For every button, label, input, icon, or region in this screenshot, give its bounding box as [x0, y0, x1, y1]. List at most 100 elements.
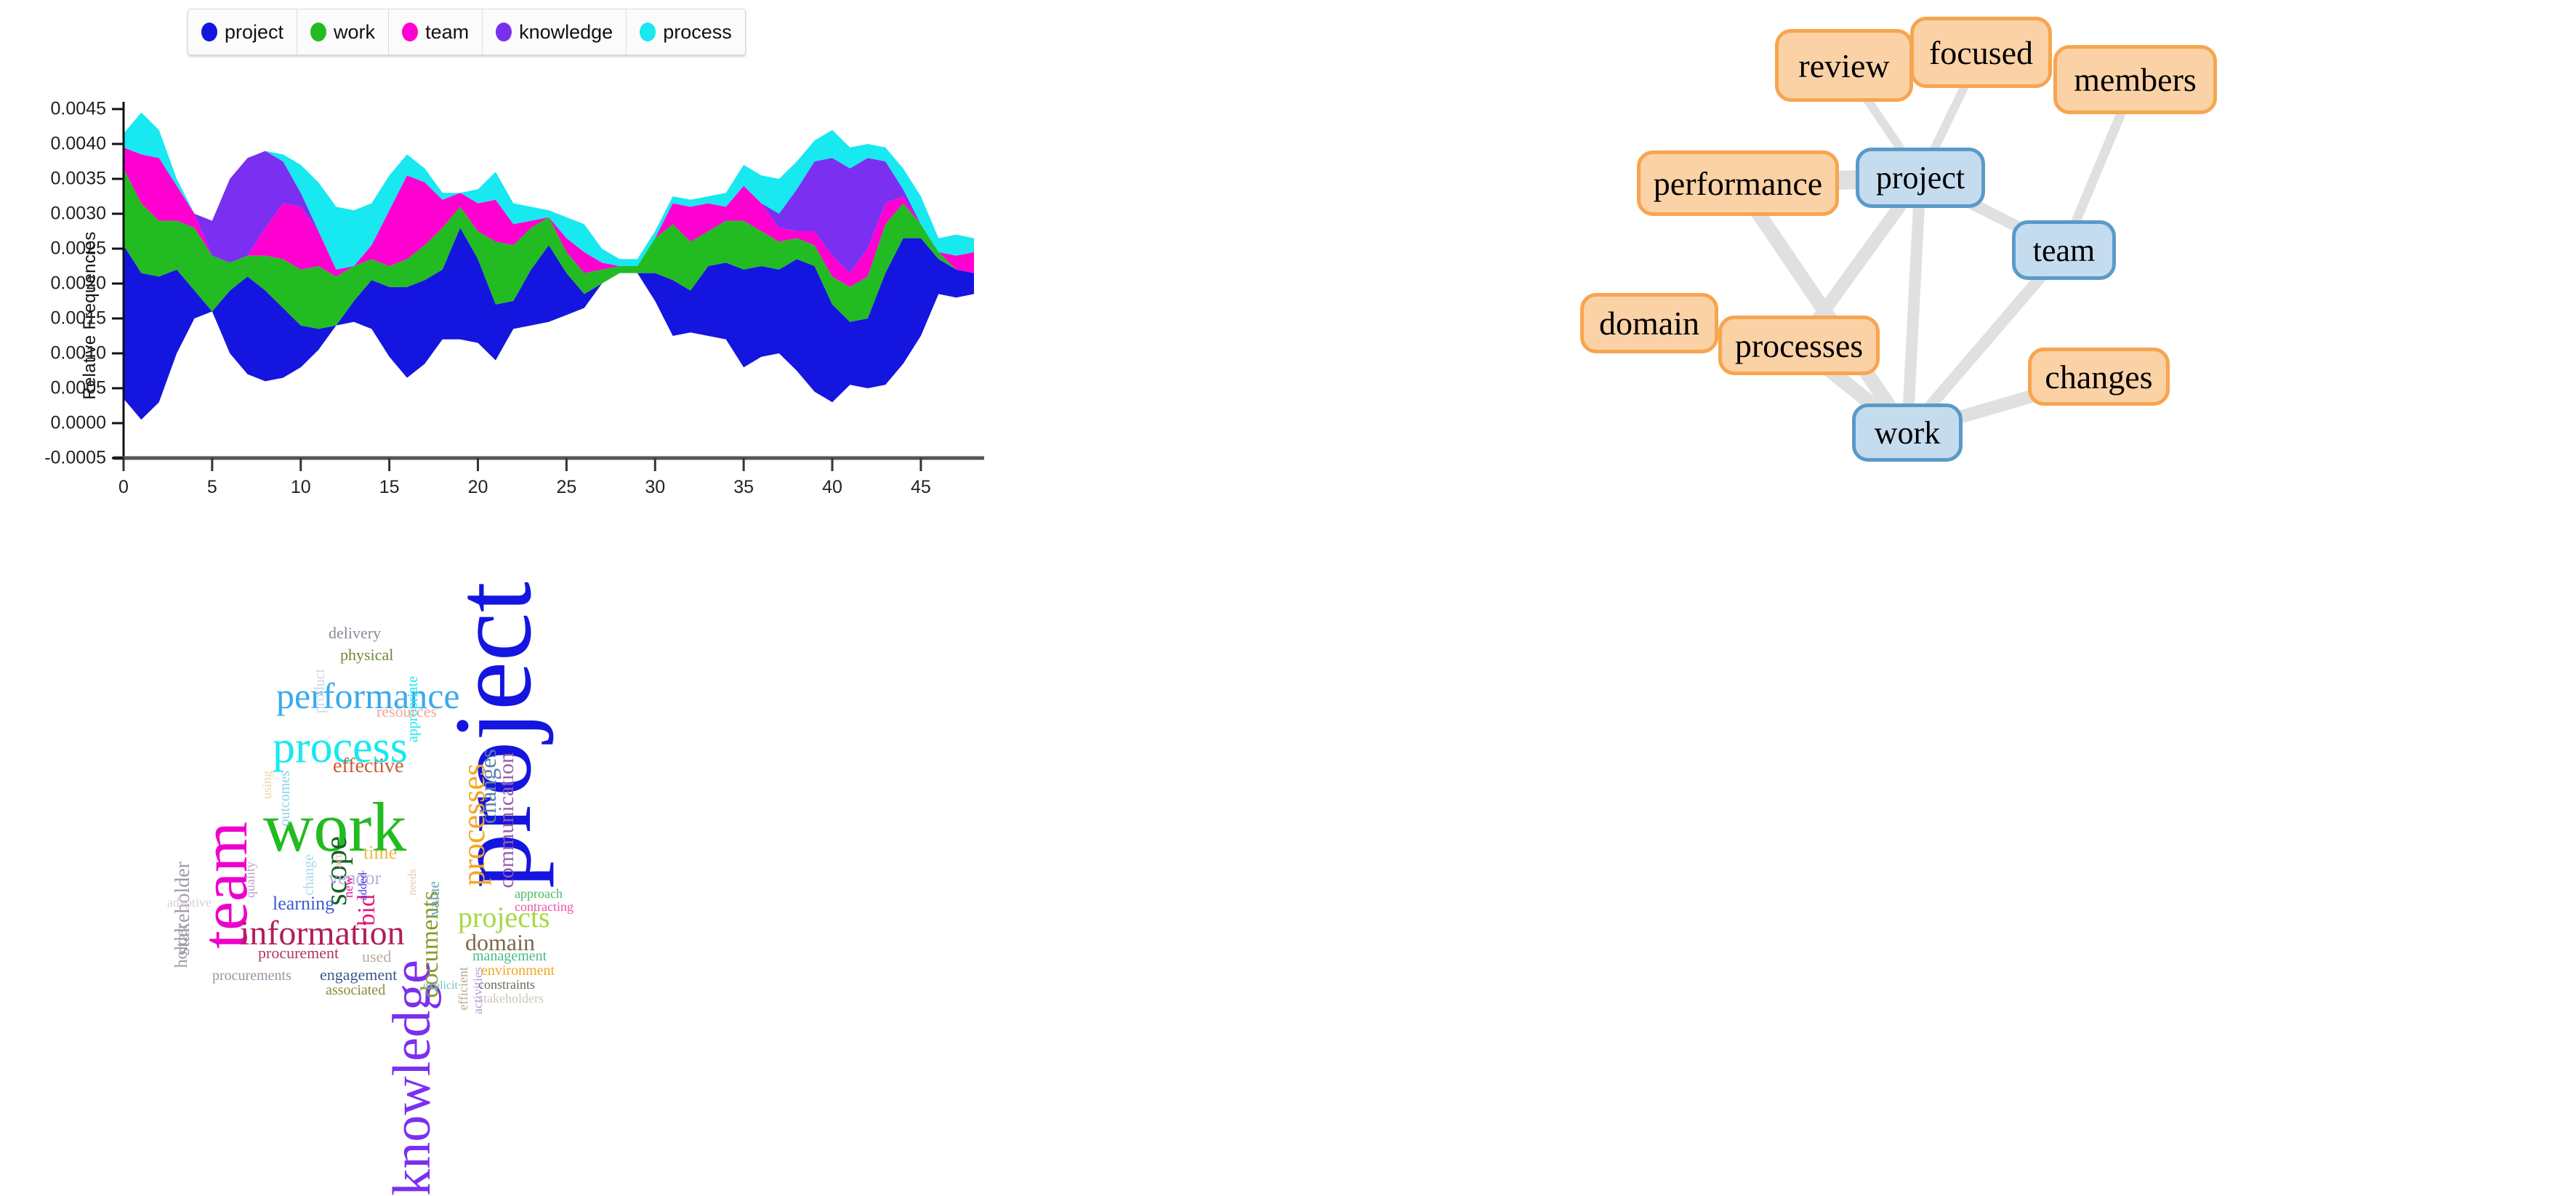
network-node-changes[interactable]: changes	[2028, 348, 2170, 406]
word-cloud-term: process	[273, 723, 408, 772]
legend-item-process[interactable]: process	[627, 9, 745, 55]
network-edge-project-work	[1901, 172, 1926, 438]
network-edge-team-work	[1901, 244, 2070, 438]
network-node-review[interactable]: review	[1775, 29, 1913, 102]
network-node-performance[interactable]: performance	[1637, 150, 1839, 216]
legend-swatch-process	[640, 23, 656, 41]
word-cloud-term: engagement	[320, 966, 398, 984]
x-tick-label: 35	[733, 477, 754, 497]
word-cloud-term: associated	[326, 982, 386, 998]
y-tick-label: -0.0005	[44, 447, 106, 468]
network-node-focused[interactable]: focused	[1910, 17, 2052, 88]
word-cloud-term: learning	[273, 893, 335, 914]
word-cloud-term: product	[312, 669, 328, 714]
word-cloud-term: quality	[243, 862, 257, 898]
legend-item-project[interactable]: project	[188, 9, 298, 55]
word-cloud-term: resources	[377, 702, 438, 721]
y-tick-label: 0.0025	[50, 238, 106, 259]
legend-label: team	[425, 20, 470, 43]
word-cloud-term: stakeholders	[478, 991, 544, 1006]
keyword-network-diagram: review focused members performance project te…	[1076, 0, 2576, 1092]
word-cloud-term: explicit	[423, 979, 458, 992]
y-tick-label: 0.0020	[50, 273, 106, 294]
word-cloud-term: needs	[406, 869, 419, 896]
word-cloud-term: performance	[276, 675, 460, 716]
word-cloud-term: projects	[458, 901, 550, 934]
word-cloud-term: efficient	[456, 967, 470, 1011]
area-series-process	[124, 112, 974, 270]
network-node-label: domain	[1599, 305, 1699, 342]
network-node-label: changes	[2045, 358, 2153, 396]
word-cloud-term: added	[357, 872, 369, 901]
word-cloud-term: procurements	[212, 968, 291, 984]
network-node-project[interactable]: project	[1856, 148, 1985, 208]
network-node-work[interactable]: work	[1852, 404, 1963, 462]
word-cloud-term: value	[424, 881, 443, 916]
network-node-domain[interactable]: domain	[1580, 293, 1718, 353]
word-cloud-term: effective	[333, 755, 404, 777]
legend-swatch-team	[402, 23, 419, 41]
legend-item-team[interactable]: team	[389, 9, 483, 55]
x-tick-label: 25	[556, 477, 577, 497]
word-cloud-term: information	[240, 914, 405, 952]
legend-label: knowledge	[519, 20, 613, 43]
word-cloud-term: time	[363, 842, 398, 863]
word-cloud-term: domain	[465, 929, 535, 955]
network-node-members[interactable]: members	[2053, 45, 2217, 114]
word-cloud-term: using	[259, 771, 274, 800]
network-node-label: project	[1875, 160, 1965, 196]
word-cloud-term: used	[362, 947, 392, 966]
y-tick-label: 0.0030	[50, 203, 106, 224]
network-node-team[interactable]: team	[2012, 220, 2116, 280]
y-tick-label: 0.0040	[50, 133, 106, 154]
word-cloud-term: approach	[515, 886, 563, 901]
network-node-label: focused	[1928, 33, 2034, 71]
legend-item-knowledge[interactable]: knowledge	[483, 9, 627, 55]
area-series-project	[124, 228, 974, 420]
word-cloud-term: changes	[475, 749, 501, 824]
word-cloud-term: new	[341, 876, 355, 898]
y-tick-label: 0.0000	[50, 412, 106, 433]
word-cloud-term: adaptive	[167, 895, 212, 910]
word-cloud-term: constraints	[478, 977, 535, 992]
network-node-label: team	[2032, 232, 2096, 268]
chart-legend: project work team knowledge process	[188, 9, 746, 55]
x-tick-label: 30	[645, 477, 666, 497]
network-node-label: members	[2074, 61, 2197, 98]
y-tick-label: 0.0035	[50, 168, 106, 189]
x-tick-label: 45	[910, 477, 931, 497]
x-tick-label: 20	[467, 477, 488, 497]
legend-swatch-work	[310, 23, 327, 41]
legend-swatch-knowledge	[496, 23, 512, 41]
area-series-knowledge	[124, 147, 974, 273]
y-tick-label: 0.0015	[50, 308, 106, 329]
word-cloud-term: project	[432, 582, 554, 889]
x-tick-label: 0	[118, 477, 129, 497]
network-node-processes[interactable]: processes	[1718, 316, 1880, 375]
word-cloud-term: outcomes	[277, 771, 293, 827]
word-cloud-term: change	[301, 854, 317, 896]
y-tick-label: 0.0005	[50, 377, 106, 398]
network-node-label: processes	[1734, 326, 1864, 364]
network-node-label: work	[1874, 414, 1941, 451]
word-cloud-term: environment	[481, 963, 555, 979]
word-cloud-term: act	[332, 854, 345, 868]
network-node-label: performance	[1653, 164, 1823, 202]
chart-plot-area	[112, 102, 984, 471]
x-tick-label: 5	[206, 477, 217, 497]
x-tick-label: 15	[379, 477, 400, 497]
y-tick-label: 0.0045	[50, 98, 106, 119]
word-cloud-term: work	[263, 788, 407, 866]
legend-label: process	[663, 20, 732, 43]
legend-label: work	[334, 20, 376, 43]
x-tick-label: 10	[290, 477, 311, 497]
legend-item-work[interactable]: work	[297, 9, 390, 55]
legend-label: project	[225, 20, 284, 43]
word-cloud-term: vendor	[329, 867, 382, 888]
word-cloud-term: physical	[340, 646, 394, 664]
x-tick-label: 40	[822, 477, 842, 497]
y-tick-label: 0.0010	[50, 342, 106, 364]
